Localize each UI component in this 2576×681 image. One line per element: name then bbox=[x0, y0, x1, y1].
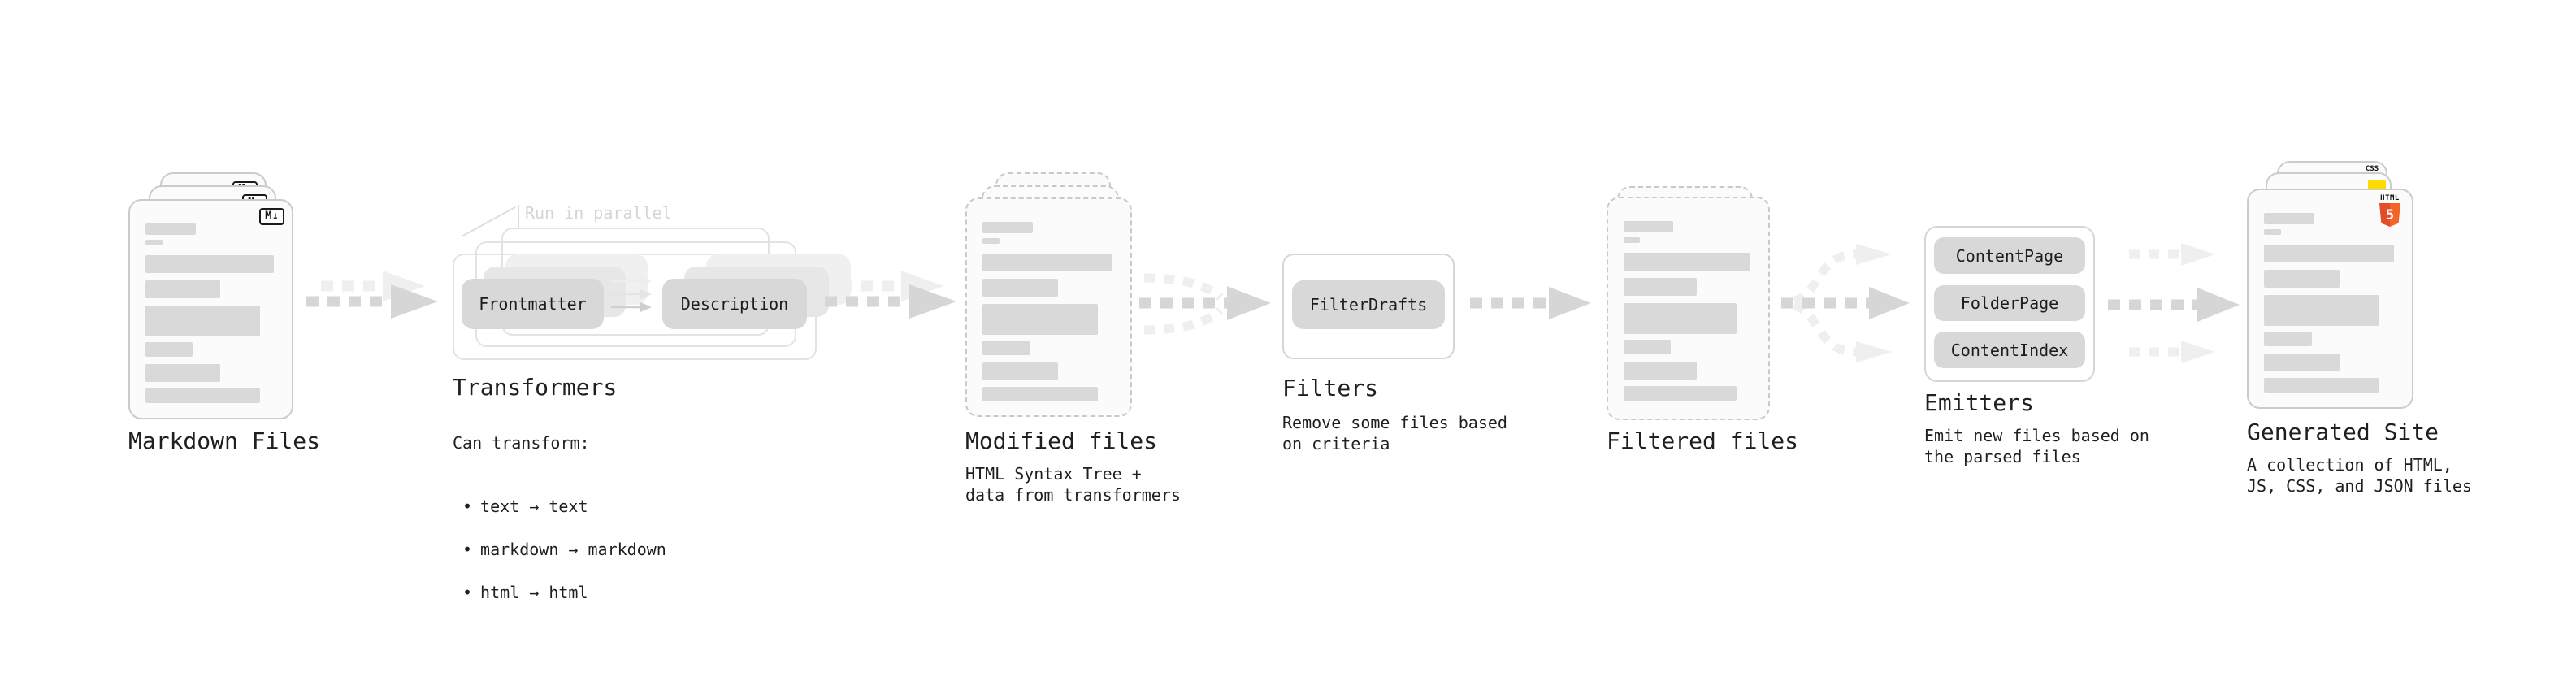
contentindex-button: ContentIndex bbox=[1934, 332, 2085, 368]
doc-text-line bbox=[2264, 378, 2380, 393]
doc-text-line bbox=[982, 304, 1099, 335]
doc-text-line bbox=[982, 387, 1099, 401]
doc-text-line bbox=[982, 238, 1000, 244]
doc-text-line bbox=[2264, 229, 2281, 235]
html5-icon: HTML 5 bbox=[2378, 194, 2402, 227]
transformers-description: Can transform: •text → text •markdown → … bbox=[453, 411, 666, 646]
bullet-item: •html → html bbox=[462, 583, 588, 602]
flow-arrows-emitters-to-generated bbox=[2108, 243, 2240, 363]
doc-text-lines bbox=[1624, 221, 1750, 401]
doc-text-line bbox=[982, 279, 1058, 297]
emitters-description: Emit new files based on the parsed files bbox=[1924, 426, 2149, 466]
doc-text-line bbox=[1624, 253, 1750, 271]
doc-text-line bbox=[982, 254, 1112, 271]
transform-step-arrows-icon bbox=[611, 276, 652, 312]
doc-text-line bbox=[1624, 237, 1641, 243]
doc-text-line bbox=[145, 342, 193, 357]
flow-arrow-filters-to-filtered bbox=[1470, 287, 1591, 319]
js-icon bbox=[2368, 180, 2386, 189]
doc-text-line bbox=[2264, 270, 2340, 288]
filtered-files-label: Filtered files bbox=[1607, 427, 1799, 454]
doc-text-line bbox=[1624, 278, 1698, 296]
doc-text-line bbox=[145, 306, 260, 336]
document-card-front: M↓ bbox=[128, 199, 293, 419]
frontmatter-button: Frontmatter bbox=[462, 279, 604, 329]
doc-text-lines bbox=[145, 223, 274, 403]
description-button: Description bbox=[662, 279, 807, 329]
doc-text-line bbox=[145, 223, 196, 235]
markdown-files-label: Markdown Files bbox=[128, 427, 321, 454]
document-card-front bbox=[965, 197, 1132, 417]
doc-text-line bbox=[1624, 386, 1737, 401]
flow-arrow-markdown-to-transformers bbox=[306, 271, 438, 319]
doc-text-line bbox=[145, 240, 163, 245]
markdown-icon: M↓ bbox=[259, 208, 284, 225]
modified-files-description: HTML Syntax Tree + data from transformer… bbox=[965, 464, 1181, 505]
emitters-label: Emitters bbox=[1924, 389, 2034, 416]
document-card-front bbox=[1607, 197, 1770, 420]
doc-text-line bbox=[1624, 340, 1671, 354]
annotation-leader-line bbox=[461, 205, 519, 237]
emitters-box bbox=[1924, 226, 2095, 382]
bullet-item: •text → text bbox=[462, 497, 588, 516]
filters-label: Filters bbox=[1282, 375, 1379, 401]
doc-text-line bbox=[1624, 362, 1698, 380]
transformers-label: Transformers bbox=[453, 374, 618, 401]
generated-site-description: A collection of HTML, JS, CSS, and JSON … bbox=[2247, 455, 2472, 496]
folderpage-button: FolderPage bbox=[1934, 285, 2085, 321]
transform-bullet-list: •text → text •markdown → markdown •html … bbox=[453, 475, 666, 625]
doc-text-line bbox=[982, 222, 1034, 233]
doc-text-line bbox=[2264, 213, 2315, 224]
doc-text-line bbox=[982, 340, 1031, 355]
doc-text-line bbox=[2264, 332, 2313, 346]
doc-text-line bbox=[2264, 295, 2380, 326]
contentpage-button: ContentPage bbox=[1934, 237, 2085, 274]
doc-text-line bbox=[1624, 221, 1673, 232]
filters-box bbox=[1282, 254, 1455, 359]
doc-text-line bbox=[982, 362, 1058, 380]
flow-arrow-filtered-to-emitters bbox=[1781, 244, 1910, 362]
modified-files-label: Modified files bbox=[965, 427, 1158, 454]
bullet-item: •markdown → markdown bbox=[462, 540, 666, 559]
run-in-parallel-annotation: Run in parallel bbox=[525, 203, 672, 223]
document-card-front: HTML 5 bbox=[2247, 189, 2413, 409]
doc-text-line bbox=[145, 364, 220, 382]
doc-text-lines bbox=[982, 222, 1112, 401]
doc-text-line bbox=[145, 280, 220, 298]
doc-text-line bbox=[145, 255, 274, 273]
doc-text-line bbox=[2264, 245, 2394, 262]
can-transform-heading: Can transform: bbox=[453, 433, 590, 453]
doc-text-lines bbox=[2264, 213, 2394, 393]
doc-text-line bbox=[1624, 303, 1737, 334]
doc-text-line bbox=[145, 388, 260, 403]
flow-arrow-modified-to-filters bbox=[1139, 273, 1271, 335]
flow-arrow-transformers-to-modified bbox=[825, 271, 956, 319]
generated-site-label: Generated Site bbox=[2247, 419, 2439, 445]
filterdrafts-button: FilterDrafts bbox=[1292, 280, 1445, 329]
filters-description: Remove some files based on criteria bbox=[1282, 413, 1507, 453]
doc-text-line bbox=[2264, 354, 2340, 371]
